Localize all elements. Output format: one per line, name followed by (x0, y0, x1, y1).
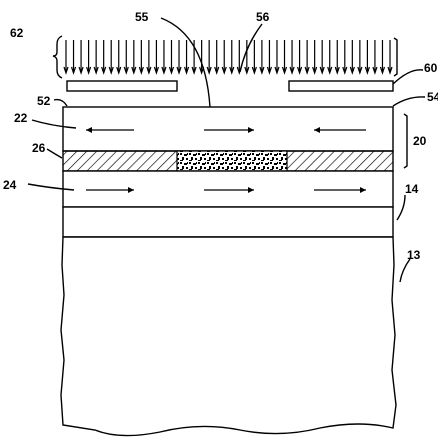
leader-52 (53, 98, 68, 107)
bracket-20 (403, 113, 408, 169)
leader-22 (31, 119, 77, 129)
incident-arrow (206, 40, 212, 75)
leader-13 (399, 258, 411, 283)
magnetization-arrows (86, 127, 366, 193)
magnetization-arrow-top (314, 127, 366, 133)
layer-24 (62, 170, 394, 208)
label-54: 54 (427, 90, 438, 104)
incident-arrow (289, 40, 295, 75)
incident-arrow (146, 40, 152, 75)
label-22: 22 (14, 111, 28, 125)
layer-14 (62, 206, 394, 238)
incident-arrow (379, 40, 386, 75)
radiation-bracket-right (393, 37, 398, 77)
substrate-13 (60, 236, 397, 437)
label-56: 56 (256, 10, 270, 24)
label-52: 52 (37, 94, 51, 108)
magnetization-arrow-top (86, 127, 134, 133)
incident-arrow (251, 40, 257, 75)
leader-14 (396, 194, 406, 221)
incident-arrow (349, 40, 355, 75)
incident-arrow (93, 40, 99, 75)
incident-arrow (153, 40, 159, 75)
incident-arrow (191, 40, 197, 75)
incident-arrow (229, 40, 235, 75)
label-24: 24 (3, 178, 17, 192)
incident-arrow (244, 40, 250, 75)
incident-arrow (116, 40, 122, 75)
mask-left (66, 80, 178, 92)
radiation-bracket (52, 35, 63, 79)
incident-arrow (183, 40, 190, 75)
layer-26-modified-region (176, 150, 288, 172)
incident-arrow (108, 40, 114, 75)
incident-arrow (364, 40, 370, 75)
leader-26 (46, 148, 63, 159)
incident-arrow (101, 40, 107, 75)
incident-arrow (138, 40, 144, 75)
incident-arrow (259, 40, 265, 75)
incident-arrow (168, 40, 175, 75)
incident-arrow (327, 40, 333, 75)
incident-arrow (221, 40, 227, 75)
incident-arrow (161, 40, 167, 75)
incident-arrow (342, 40, 348, 75)
incident-arrow (357, 40, 363, 75)
magnetization-arrow-bottom (314, 187, 366, 193)
label-60: 60 (424, 61, 438, 75)
incident-arrow (214, 40, 220, 75)
leader-56 (239, 23, 263, 73)
incident-arrow (176, 40, 182, 75)
leader-24 (27, 183, 75, 191)
incident-arrow (387, 40, 393, 75)
leader-60 (392, 69, 424, 85)
incident-arrow (131, 40, 137, 75)
label-26: 26 (32, 141, 46, 155)
incident-arrow (70, 40, 77, 75)
mask-right (288, 80, 394, 92)
incident-arrow (63, 40, 69, 75)
incident-arrow (78, 40, 84, 75)
label-62: 62 (10, 26, 24, 40)
leader-54 (392, 96, 426, 107)
incident-arrow (281, 40, 288, 75)
incident-arrow (274, 40, 280, 75)
incident-radiation-arrows (63, 40, 393, 75)
label-14: 14 (405, 182, 419, 196)
magnetization-arrow-bottom (86, 187, 134, 193)
label-55: 55 (135, 10, 149, 24)
incident-arrow (266, 40, 273, 75)
incident-arrow (86, 40, 92, 75)
incident-arrow (312, 40, 318, 75)
magnetization-arrow-bottom (204, 187, 254, 193)
incident-arrow (123, 40, 129, 75)
label-13: 13 (407, 248, 421, 262)
layer-22 (62, 106, 394, 152)
incident-arrow (372, 40, 378, 75)
incident-arrow (304, 40, 310, 75)
label-20: 20 (413, 134, 427, 148)
incident-arrow (334, 40, 340, 75)
incident-arrow (319, 40, 325, 75)
leader-55 (160, 17, 211, 108)
magnetization-arrow-top (204, 127, 254, 133)
incident-arrow (297, 40, 303, 75)
